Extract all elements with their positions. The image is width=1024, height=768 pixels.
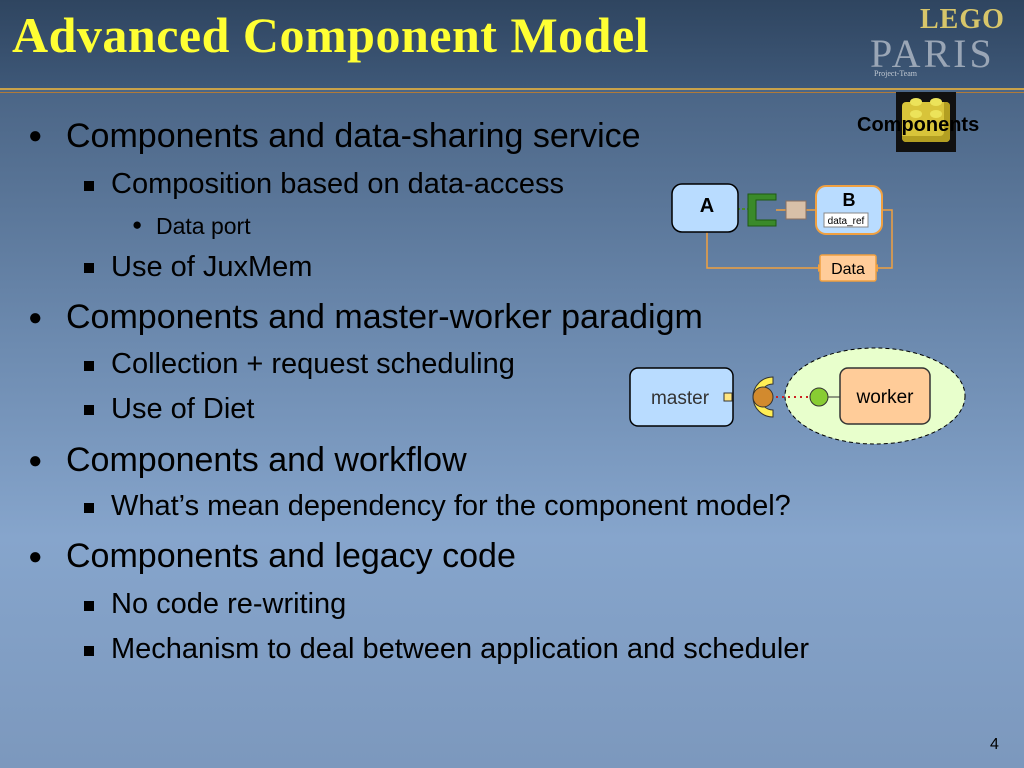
logo-lego-text: LEGO xyxy=(920,4,1005,35)
bullet-data-port: Data port xyxy=(156,213,251,239)
bullet-scheduling: Collection + request scheduling xyxy=(111,348,515,380)
component-a-label: A xyxy=(700,195,714,217)
components-badge-label: Components xyxy=(857,114,980,136)
worker-label: worker xyxy=(855,387,914,408)
bullet-juxmem: Use of JuxMem xyxy=(111,251,313,283)
bullet-workflow: Components and workflow xyxy=(66,441,467,479)
page-number: 4 xyxy=(990,736,999,753)
component-b-label: B xyxy=(843,190,856,210)
bullet-mechanism: Mechanism to deal between application an… xyxy=(111,633,810,665)
bullet-diet: Use of Diet xyxy=(111,393,255,425)
bullet-square xyxy=(84,405,94,415)
data-label: Data xyxy=(831,261,865,278)
master-label: master xyxy=(651,388,710,409)
data-ref-port xyxy=(823,212,869,228)
bullet-dot-small: ● xyxy=(132,215,143,234)
slide-title: Advanced Component Model xyxy=(12,7,650,63)
lego-brick-icon xyxy=(896,92,956,152)
bullet-dot: ● xyxy=(28,122,43,149)
master-port xyxy=(723,392,733,402)
bullet-square xyxy=(84,646,94,656)
diagram1-connectors xyxy=(706,208,893,272)
bullet-square xyxy=(84,503,94,513)
worker-port-icon xyxy=(809,387,829,407)
bullet-master-worker: Components and master-worker paradigm xyxy=(66,298,703,336)
bullet-no-rewriting: No code re-writing xyxy=(111,588,347,620)
worker-box xyxy=(839,367,931,425)
bullet-dependency: What’s mean dependency for the component… xyxy=(111,490,791,522)
component-a-box xyxy=(671,183,739,233)
bullet-dot: ● xyxy=(28,447,43,474)
title-rule xyxy=(0,88,1024,90)
bullet-dot: ● xyxy=(28,304,43,331)
title-rule-secondary xyxy=(0,92,1024,93)
bullet-composition: Composition based on data-access xyxy=(111,168,564,200)
master-box xyxy=(629,367,734,427)
collector-socket-icon xyxy=(752,376,774,418)
connector-box xyxy=(785,200,807,220)
logo-paris-text: PARIS xyxy=(870,31,995,76)
lego-paris-logo: LEGO PARIS Project-Team xyxy=(866,2,1020,80)
bullet-square xyxy=(84,601,94,611)
logo-team-text: Project-Team xyxy=(874,69,917,78)
component-b-box xyxy=(815,185,883,235)
uses-port-icon xyxy=(747,193,777,227)
title-bar xyxy=(0,0,1024,88)
bullet-square xyxy=(84,263,94,273)
bullet-square xyxy=(84,181,94,191)
bullet-dot: ● xyxy=(28,543,43,570)
data-ref-label: data_ref xyxy=(828,216,865,227)
data-box xyxy=(819,254,877,282)
bullet-square xyxy=(84,361,94,371)
worker-cloud xyxy=(784,347,966,445)
collector-plug-icon xyxy=(752,386,774,408)
bullet-legacy: Components and legacy code xyxy=(66,537,516,575)
bullet-data-sharing: Components and data-sharing service xyxy=(66,117,641,155)
